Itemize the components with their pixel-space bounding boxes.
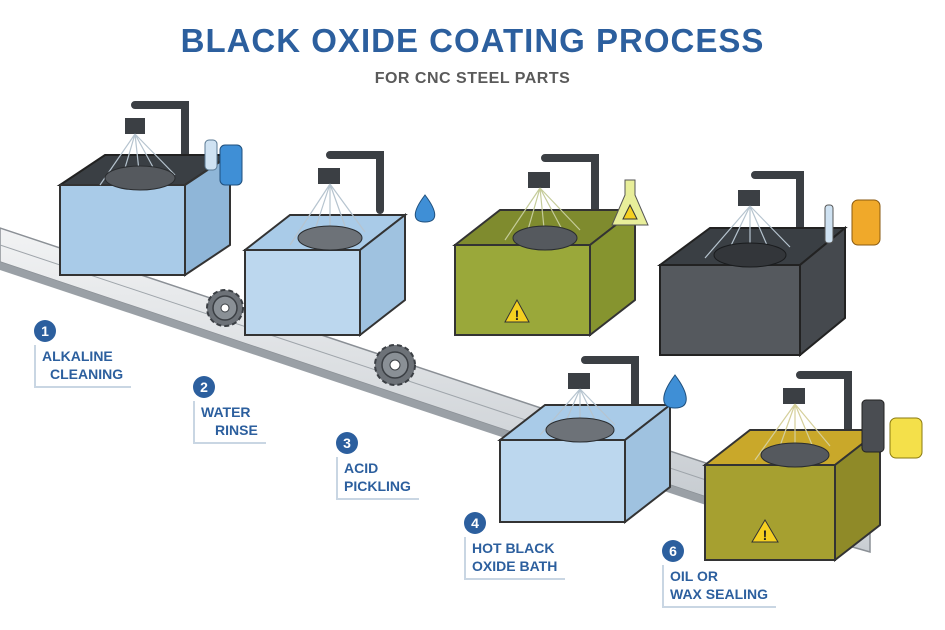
tank-rinse-2 [497, 356, 687, 525]
svg-text:!: ! [515, 307, 520, 323]
step-label-line1: OIL OR [670, 568, 718, 584]
step-label-line1: ACID [344, 460, 379, 476]
step-6-oil-wax-sealing: 6 OIL OR WAX SEALING [662, 540, 777, 608]
tank-black-oxide [656, 171, 881, 358]
step-2-water-rinse: 2 WATER RINSE [193, 376, 266, 444]
step-label-line1: ALKALINE [42, 348, 113, 364]
step-label-line2: RINSE [215, 422, 258, 438]
step-number-badge: 6 [662, 540, 684, 562]
step-label: HOT BLACK OXIDE BATH [464, 537, 566, 580]
step-label-line1: WATER [201, 404, 251, 420]
step-label-line1: HOT BLACK [472, 540, 555, 556]
step-label: ACID PICKLING [336, 457, 419, 500]
tank-acid-pickling: ! [452, 154, 649, 338]
step-number-badge: 4 [464, 512, 486, 534]
gear-icon [206, 289, 244, 327]
step-number-badge: 2 [193, 376, 215, 398]
step-4-hot-black-oxide-bath: 4 HOT BLACK OXIDE BATH [464, 512, 566, 580]
step-number-badge: 1 [34, 320, 56, 342]
page-title: BLACK OXIDE COATING PROCESS [180, 22, 765, 59]
step-label-line2: PICKLING [344, 478, 411, 494]
svg-text:!: ! [763, 527, 768, 543]
step-label: ALKALINE CLEANING [34, 345, 132, 388]
gear-icon [374, 344, 416, 386]
step-label-line2: OXIDE BATH [472, 558, 558, 574]
step-number-badge: 3 [336, 432, 358, 454]
step-label-line2: WAX SEALING [670, 586, 769, 602]
step-1-alkaline-cleaning: 1 ALKALINE CLEANING [34, 320, 132, 388]
step-label-line2: CLEANING [50, 366, 124, 382]
step-label: WATER RINSE [193, 401, 266, 444]
tank-alkaline-cleaning [56, 101, 243, 277]
step-label: OIL OR WAX SEALING [662, 565, 777, 608]
tank-oil-sealing: ! [702, 371, 923, 563]
tank-water-rinse [242, 151, 436, 338]
page-subtitle: FOR CNC STEEL PARTS [374, 70, 571, 87]
step-3-acid-pickling: 3 ACID PICKLING [336, 432, 419, 500]
